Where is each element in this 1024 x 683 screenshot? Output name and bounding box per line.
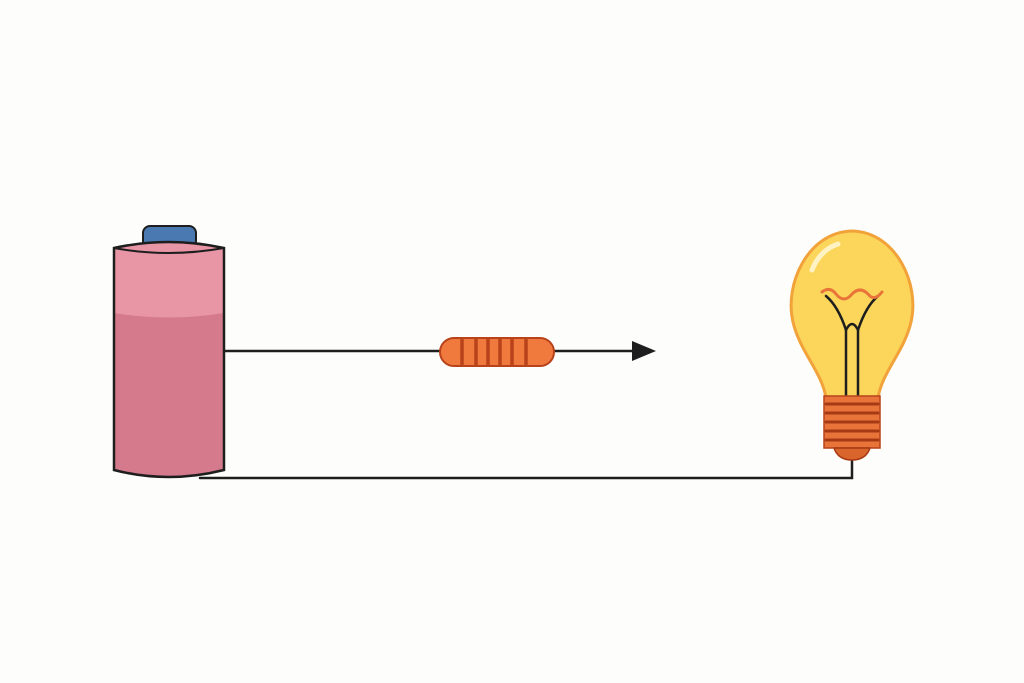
battery-icon: [112, 225, 226, 479]
current-arrow-icon: [632, 341, 656, 361]
battery-body-lower: [114, 313, 224, 477]
battery-top-rim: [113, 247, 225, 254]
bulb-highlight: [809, 241, 841, 273]
battery-body-upper: [114, 243, 224, 318]
light-bulb-icon: [789, 229, 915, 461]
resistor-body: [439, 337, 555, 367]
bulb-base-tip: [832, 447, 872, 461]
wires: [198, 349, 854, 480]
bulb-base: [823, 395, 881, 461]
resistor-icon: [439, 337, 555, 367]
bulb-filament-coil: [820, 287, 884, 301]
battery-outline: [112, 240, 226, 479]
bottom-wire: [198, 456, 854, 480]
bulb-glass: [789, 229, 915, 400]
